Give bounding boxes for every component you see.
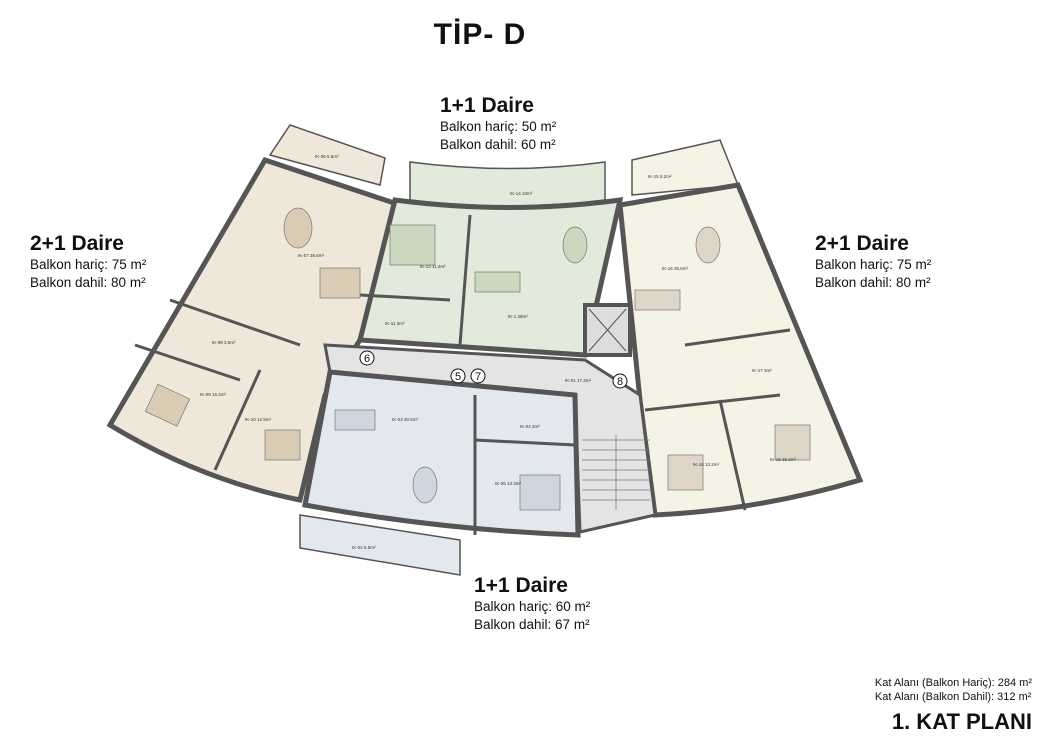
room-labels: IK-06 5.5m² IK-07 36.6m² IK-13 11.2m² IK… (200, 154, 797, 550)
door-marker-6: 6 (359, 350, 375, 366)
svg-text:7: 7 (475, 371, 481, 383)
room-label: IK-17 3m² (752, 368, 772, 373)
svg-text:5: 5 (455, 371, 461, 383)
unit-area-incl: Balkon dahil: 80 m² (815, 275, 931, 290)
floor-area-summary: Kat Alanı (Balkon Hariç): 284 m² Kat Ala… (875, 676, 1032, 704)
room-label: IK-18 13.2m² (693, 462, 720, 467)
unit-info-left: 2+1 Daire Balkon hariç: 75 m² Balkon dah… (30, 232, 146, 292)
unit-name: 2+1 Daire (30, 232, 124, 255)
door-marker-7: 7 (470, 368, 486, 384)
terrace-left (268, 124, 386, 186)
door-marker-5: 5 (450, 368, 466, 384)
room-label: IK-05 13.3m² (495, 481, 522, 486)
terrace-bottom (299, 514, 461, 576)
unit-area-excl: Balkon hariç: 75 m² (30, 257, 147, 272)
door-marker-8: 8 (612, 373, 628, 389)
room-label: IK-01 17.3m² (565, 378, 592, 383)
svg-text:6: 6 (364, 353, 370, 365)
plan-type-title: TİP- D (433, 18, 527, 51)
unit-name: 1+1 Daire (440, 94, 534, 117)
unit-name: 1+1 Daire (474, 574, 568, 597)
room-label: IK-08 3.5m² (212, 340, 236, 345)
room-label: IK-19 15.2m² (770, 457, 797, 462)
room-label: IK-10 12.5m² (245, 417, 272, 422)
room-label: IK-06 5.5m² (315, 154, 339, 159)
room-label: IK-14 10m² (510, 191, 533, 196)
unit-area-incl: Balkon dahil: 60 m² (440, 137, 556, 152)
unit-area-incl: Balkon dahil: 67 m² (474, 617, 590, 632)
room-label: IK-15 5.2m² (648, 174, 672, 179)
unit-info-top: 1+1 Daire Balkon hariç: 50 m² Balkon dah… (440, 94, 556, 154)
room-label: IK-07 36.6m² (298, 253, 325, 258)
unit-area-incl: Balkon dahil: 80 m² (30, 275, 146, 290)
unit-area-excl: Balkon hariç: 60 m² (474, 599, 591, 614)
floor-area-incl: Kat Alanı (Balkon Dahil): 312 m² (874, 691, 1032, 703)
room-label: IK-02 6.5m² (352, 545, 376, 550)
svg-text:8: 8 (617, 376, 623, 388)
unit-bottom-1plus1 (302, 369, 581, 538)
unit-area-excl: Balkon hariç: 75 m² (815, 257, 932, 272)
staircase (582, 435, 650, 510)
room-label: IK-11 3m² (385, 321, 405, 326)
room-label: IK-13 11.2m² (420, 264, 446, 269)
room-label: IK-09 15.2m² (200, 392, 227, 397)
unit-info-bottom: 1+1 Daire Balkon hariç: 60 m² Balkon dah… (474, 574, 590, 634)
room-label: IK-16 35.6m² (662, 266, 689, 271)
unit-name: 2+1 Daire (815, 232, 909, 255)
unit-area-excl: Balkon hariç: 50 m² (440, 119, 557, 134)
room-label: IK-03 30.5m² (392, 417, 419, 422)
unit-info-right: 2+1 Daire Balkon hariç: 75 m² Balkon dah… (815, 232, 931, 292)
floor-area-excl: Kat Alanı (Balkon Hariç): 284 m² (874, 677, 1032, 689)
room-label: IK-04 3m² (520, 424, 540, 429)
plan-title: 1. KAT PLANI (891, 709, 1032, 734)
room-label: IK-1 28m² (508, 314, 528, 319)
terrace-top (409, 161, 606, 207)
